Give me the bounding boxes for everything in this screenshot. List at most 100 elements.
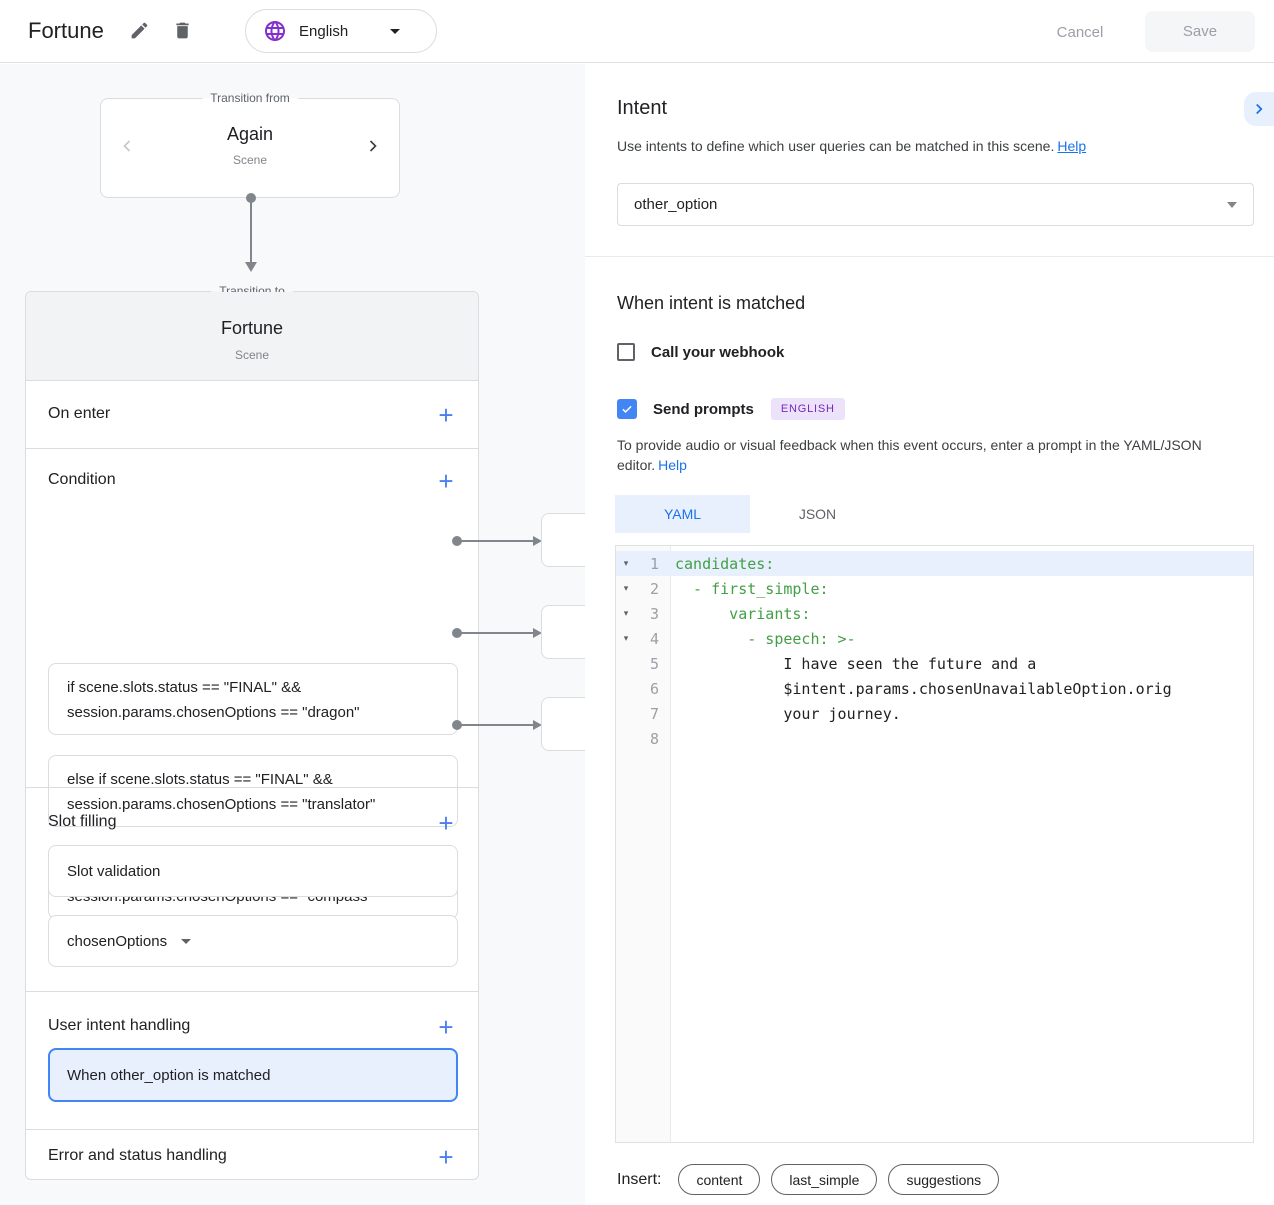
add-condition-button[interactable]: + xyxy=(430,465,462,497)
cancel-button[interactable]: Cancel xyxy=(1050,16,1110,48)
intent-editor-panel: Intent Use intents to define which user … xyxy=(585,64,1274,1205)
code-line: ▾ 4 - speech: >- xyxy=(616,626,1253,651)
line-number: 3 xyxy=(649,604,659,623)
condition-label: Condition xyxy=(48,471,116,488)
intent-panel-title: Intent xyxy=(617,97,668,119)
chevron-left-icon xyxy=(123,139,131,152)
webhook-row: Call your webhook xyxy=(617,343,784,361)
add-intent-handler-button[interactable]: + xyxy=(430,1011,462,1043)
error-handling-label: Error and status handling xyxy=(48,1147,227,1164)
add-error-handler-button[interactable]: + xyxy=(430,1141,462,1173)
connector-dot xyxy=(246,193,256,203)
condition-wire xyxy=(458,724,534,726)
panel-divider xyxy=(585,256,1274,257)
slot-name-card[interactable]: chosenOptions xyxy=(48,915,458,967)
condition-card[interactable]: if scene.slots.status == "FINAL" && sess… xyxy=(48,663,458,735)
transition-to-card: Transition to Fortune Scene On enter + C… xyxy=(25,283,479,1181)
line-number: 8 xyxy=(649,729,659,748)
slot-validation-card[interactable]: Slot validation xyxy=(48,845,458,897)
chevron-right-icon xyxy=(369,139,377,152)
section-user-intent-handling: User intent handling + When other_option… xyxy=(26,991,478,1129)
tab-json[interactable]: JSON xyxy=(750,495,885,533)
save-button[interactable]: Save xyxy=(1145,11,1255,52)
condition-port xyxy=(452,628,462,638)
user-intent-handling-label: User intent handling xyxy=(48,1017,191,1034)
line-number: 6 xyxy=(649,679,659,698)
fold-toggle-icon[interactable]: ▾ xyxy=(623,558,629,568)
insert-content-chip[interactable]: content xyxy=(678,1164,761,1195)
globe-icon xyxy=(265,21,285,41)
line-number: 2 xyxy=(649,579,659,598)
wire-arrow-icon xyxy=(533,628,542,638)
insert-suggestions-chip[interactable]: suggestions xyxy=(888,1164,1000,1195)
language-selector[interactable]: English xyxy=(245,9,437,53)
code-text: I have seen the future and a xyxy=(675,654,1037,673)
section-condition: Condition + if scene.slots.status == "FI… xyxy=(26,448,478,919)
section-error-handling: Error and status handling + xyxy=(26,1129,478,1181)
connector-arrow-icon xyxy=(245,262,257,272)
connector-line xyxy=(250,200,252,262)
fold-toggle-icon[interactable]: ▾ xyxy=(623,608,629,618)
slot-validation-label: Slot validation xyxy=(67,862,161,880)
code-text: $intent.params.chosenUnavailableOption.o… xyxy=(675,679,1172,698)
code-line: 8 xyxy=(616,726,1253,751)
prompt-hint-text: To provide audio or visual feedback when… xyxy=(617,437,1202,473)
page-title: Fortune xyxy=(28,18,104,43)
code-line: ▾ 3 variants: xyxy=(616,601,1253,626)
delete-scene-button[interactable] xyxy=(170,20,194,44)
scene-header: Fortune Scene xyxy=(26,292,478,381)
language-badge: ENGLISH xyxy=(770,398,845,420)
from-scene-name: Again xyxy=(226,124,274,144)
line-number: 5 xyxy=(649,654,659,673)
fold-toggle-icon[interactable]: ▾ xyxy=(623,583,629,593)
intent-handler-card-selected[interactable]: When other_option is matched xyxy=(48,1048,458,1102)
chevron-down-icon xyxy=(1227,201,1237,208)
yaml-code-editor[interactable]: ▾ 1 candidates: ▾ 2 - first_simple: ▾ 3 … xyxy=(615,545,1254,1143)
wire-arrow-icon xyxy=(533,536,542,546)
code-rows: ▾ 1 candidates: ▾ 2 - first_simple: ▾ 3 … xyxy=(616,551,1253,751)
intent-description: Use intents to define which user queries… xyxy=(617,138,1086,154)
prompt-help-link[interactable]: Help xyxy=(658,457,687,473)
editor-gutter xyxy=(616,546,671,1142)
language-label: English xyxy=(299,22,349,40)
insert-last-simple-chip[interactable]: last_simple xyxy=(771,1164,878,1195)
previous-scene-button[interactable] xyxy=(115,129,139,165)
wire-arrow-icon xyxy=(533,720,542,730)
transition-from-card[interactable]: Transition from Again Scene xyxy=(100,90,400,198)
matched-heading: When intent is matched xyxy=(617,293,806,313)
add-slot-button[interactable]: + xyxy=(430,807,462,839)
condition-wire xyxy=(458,632,534,634)
chevron-down-icon xyxy=(181,938,192,944)
next-scene-button[interactable] xyxy=(361,129,385,165)
code-text: variants: xyxy=(675,604,811,623)
intent-help-link[interactable]: Help xyxy=(1057,138,1087,154)
fold-toggle-icon[interactable]: ▾ xyxy=(623,633,629,643)
line-number: 4 xyxy=(649,629,659,648)
add-on-enter-button[interactable]: + xyxy=(430,399,462,431)
intent-select-value: other_option xyxy=(634,196,718,213)
call-webhook-label: Call your webhook xyxy=(651,343,785,361)
destination-scene-stub[interactable] xyxy=(541,513,585,567)
condition-card[interactable]: else if scene.slots.status == "FINAL" &&… xyxy=(48,755,458,827)
send-prompts-checkbox[interactable] xyxy=(617,399,637,419)
scene-graph-panel: Transition from Again Scene Transition t… xyxy=(0,64,585,1205)
intent-select[interactable]: other_option xyxy=(617,183,1254,226)
send-prompts-label: Send prompts xyxy=(653,400,754,418)
send-prompts-row: Send prompts ENGLISH xyxy=(617,398,845,420)
destination-scene-stub[interactable] xyxy=(541,605,585,659)
edit-title-button[interactable] xyxy=(127,20,151,44)
condition-text-line2: session.params.chosenOptions == "transla… xyxy=(67,796,376,813)
code-text: your journey. xyxy=(675,704,901,723)
code-line: 5 I have seen the future and a xyxy=(616,651,1253,676)
condition-text-line1: else if scene.slots.status == "FINAL" && xyxy=(67,771,333,788)
prompt-hint: To provide audio or visual feedback when… xyxy=(617,435,1257,475)
trash-icon xyxy=(175,22,189,39)
insert-label: Insert: xyxy=(617,1170,662,1188)
collapse-panel-button[interactable] xyxy=(1244,92,1274,126)
destination-scene-stub[interactable] xyxy=(541,697,585,751)
tab-yaml[interactable]: YAML xyxy=(615,495,750,533)
section-slot-filling: Slot filling + Slot validation chosenOpt… xyxy=(26,787,478,991)
condition-wire xyxy=(458,540,534,542)
code-text: - speech: >- xyxy=(675,629,856,648)
call-webhook-checkbox[interactable] xyxy=(617,343,635,361)
